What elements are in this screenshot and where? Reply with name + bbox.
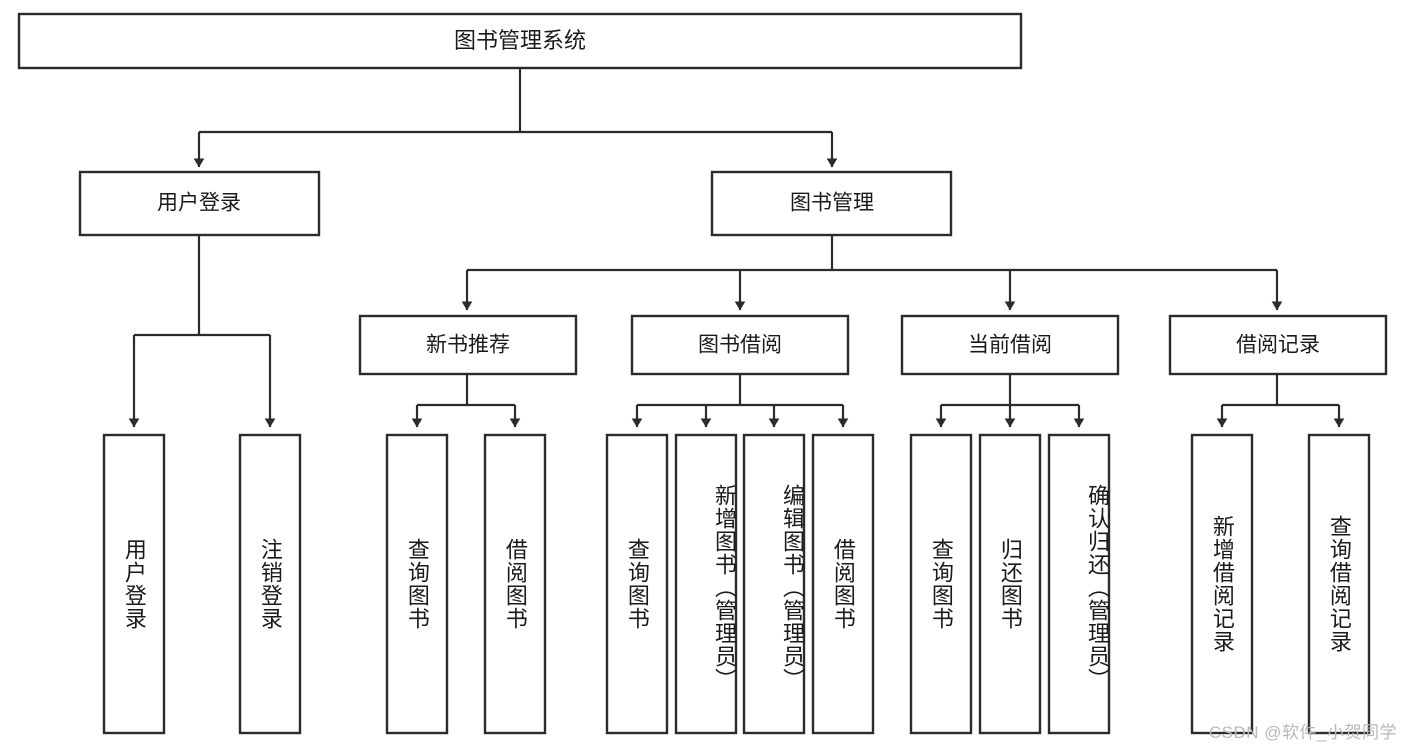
node-book-management[interactable]: 图书管理 (710, 170, 953, 237)
node-label-user-login: 用户登录 (157, 192, 241, 215)
node-label-root: 图书管理系统 (454, 28, 586, 53)
node-box-leaf-current-3[interactable] (1047, 433, 1111, 735)
node-box-leaf-borrow-3[interactable] (742, 433, 806, 735)
node-box-leaf-user-login-2[interactable] (238, 433, 302, 735)
node-label-borrow-record: 借阅记录 (1236, 334, 1320, 357)
node-box-current-borrow[interactable] (900, 314, 1120, 376)
node-book-borrow[interactable]: 图书借阅 (630, 314, 850, 376)
node-label-book-borrow: 图书借阅 (698, 334, 782, 357)
connector-layer (128, 68, 1345, 428)
node-box-leaf-record-2[interactable] (1307, 433, 1371, 735)
node-user-login[interactable]: 用户登录 (78, 170, 321, 237)
node-box-leaf-recommend-1[interactable] (385, 433, 449, 735)
node-box-user-login[interactable] (78, 170, 321, 237)
node-current-borrow[interactable]: 当前借阅 (900, 314, 1120, 376)
node-box-leaf-recommend-2[interactable] (483, 433, 547, 735)
watermark-text: CSDN @软件_小贺同学 (1208, 723, 1397, 742)
node-box-leaf-user-login-1[interactable] (102, 433, 166, 735)
node-box-leaf-borrow-1[interactable] (605, 433, 669, 735)
node-box-root[interactable] (17, 12, 1023, 70)
node-box-borrow-record[interactable] (1168, 314, 1388, 376)
node-box-leaf-current-1[interactable] (909, 433, 973, 735)
node-label-current-borrow: 当前借阅 (968, 334, 1052, 357)
node-box-leaf-borrow-2[interactable] (674, 433, 738, 735)
node-label-new-book-recommend: 新书推荐 (426, 334, 510, 357)
node-box-new-book-recommend[interactable] (358, 314, 578, 376)
node-root-book-management-system[interactable]: 图书管理系统 (17, 12, 1023, 70)
node-box-leaf-record-1[interactable] (1190, 433, 1254, 735)
node-label-book-management: 图书管理 (790, 192, 874, 215)
node-box-leaf-borrow-4[interactable] (811, 433, 875, 735)
node-box-book-management[interactable] (710, 170, 953, 237)
node-new-book-recommend[interactable]: 新书推荐 (358, 314, 578, 376)
node-box-book-borrow[interactable] (630, 314, 850, 376)
node-borrow-record[interactable]: 借阅记录 (1168, 314, 1388, 376)
node-box-leaf-current-2[interactable] (978, 433, 1042, 735)
